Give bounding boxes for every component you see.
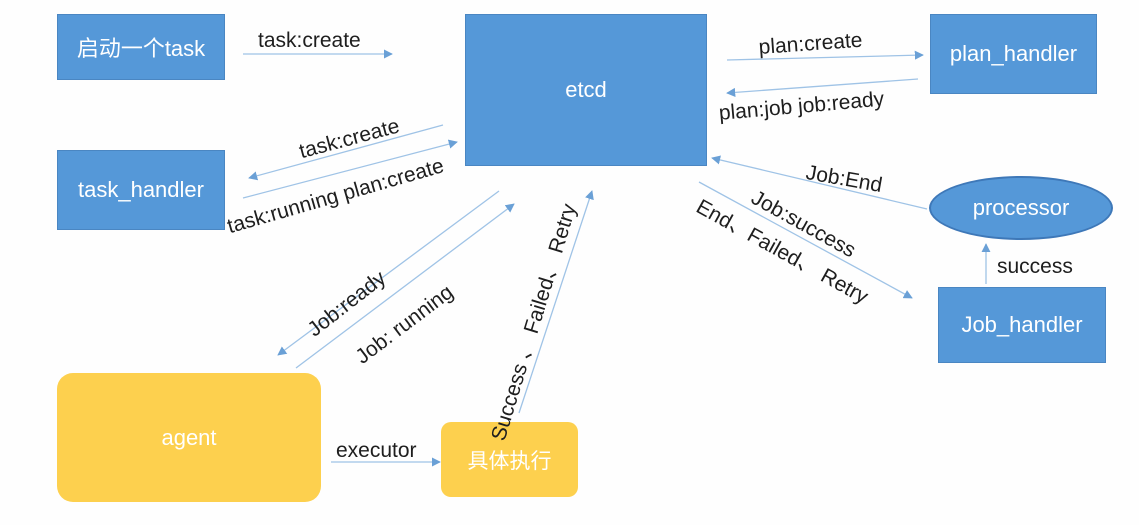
arrow-etcd-to-plan-handler (726, 50, 924, 61)
arrow-processor-to-etcd (711, 155, 928, 210)
agent-box: agent (57, 373, 321, 502)
exec-label: 具体执行 (467, 449, 552, 473)
arrow-task-handler-to-etcd (242, 139, 458, 199)
edge-label-start-to-etcd: task:create (258, 29, 361, 52)
arrow-etcd-to-agent (277, 190, 500, 356)
task-handler-box: task_handler (57, 150, 225, 230)
plan-handler-box: plan_handler (930, 14, 1097, 94)
arrow-etcd-to-task-handler (248, 124, 444, 181)
edge-label-agent-to-exec: executor (336, 439, 417, 462)
arrow-plan-handler-to-etcd (726, 78, 919, 97)
arrow-etcd-to-job-handler (698, 181, 913, 299)
etcd-box: etcd (465, 14, 707, 166)
start-task-label: 启动一个task (76, 36, 206, 61)
exec-box: 具体执行 (441, 422, 578, 497)
plan-handler-label: plan_handler (949, 41, 1078, 66)
etcd-label: etcd (565, 77, 607, 102)
edge-label-job-handler-to-processor: success (997, 255, 1073, 278)
processor-label: processor (972, 195, 1070, 220)
job-handler-label: Job_handler (961, 312, 1083, 337)
task-handler-label: task_handler (78, 177, 204, 202)
processor-node: processor (929, 176, 1113, 240)
start-task-box: 启动一个task (57, 14, 225, 80)
agent-label: agent (161, 424, 217, 450)
arrow-exec-to-etcd (518, 190, 594, 414)
arrow-agent-to-etcd (295, 203, 515, 369)
job-handler-box: Job_handler (938, 287, 1106, 363)
